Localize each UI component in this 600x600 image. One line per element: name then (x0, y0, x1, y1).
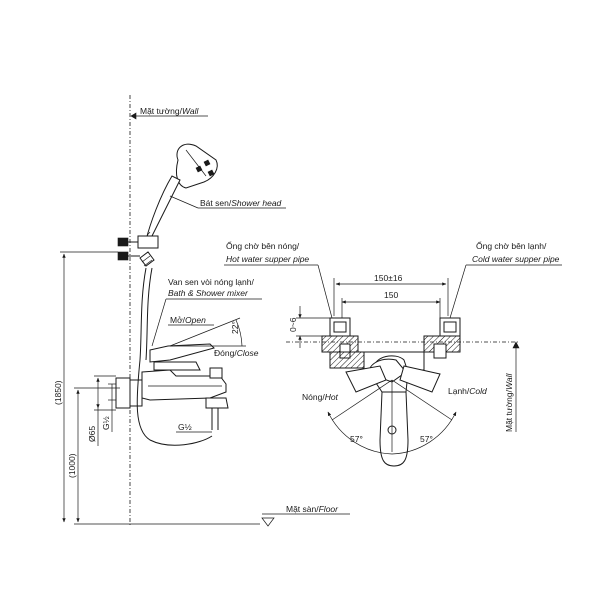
g-half-label-2: G½ (101, 416, 111, 430)
svg-text:Nóng/Hot: Nóng/Hot (302, 392, 339, 402)
svg-text:Lạnh/Cold: Lạnh/Cold (448, 386, 487, 396)
cold-label-vi: Lạnh/ (448, 386, 470, 396)
diameter-65-label: Ø65 (87, 426, 97, 442)
cold-pipe-label-en: Cold water supper pipe (472, 254, 560, 264)
angle-57-right-label: 57° (420, 434, 433, 444)
svg-text:Mặt tường/Wall: Mặt tường/Wall (140, 106, 199, 116)
hot-label-en: Hot (325, 392, 339, 402)
g-half-label-1: G½ (178, 422, 192, 432)
hot-pipe-label-en: Hot water supper pipe (226, 254, 309, 264)
shower-head-label-vi: Bát sen/ (200, 198, 232, 208)
close-label-vi: Đóng/ (214, 348, 237, 358)
open-label-vi: Mở/ (170, 315, 186, 325)
svg-text:Mặt tường/Wall: Mặt tường/Wall (504, 373, 514, 432)
svg-text:Ống chờ bên lạnh/: Ống chờ bên lạnh/ (476, 240, 547, 251)
angle-57-left-label: 57° (350, 434, 363, 444)
wall2-label-vi: Mặt tường/ (504, 389, 514, 432)
svg-text:Bát sen/Shower head: Bát sen/Shower head (200, 198, 282, 208)
wall-label-en: Wall (182, 106, 199, 116)
dim-150-16-label: 150±16 (374, 273, 403, 283)
open-label-en: Open (185, 315, 206, 325)
svg-text:Đóng/Close: Đóng/Close (214, 348, 259, 358)
side-view: Mặt tường/Wall Bát sen/Shower head (53, 95, 350, 527)
bath-shower-mixer (115, 343, 229, 409)
dim-150-label: 150 (384, 290, 398, 300)
svg-text:Hot water supper pipe: Hot water supper pipe (226, 254, 309, 264)
cold-pipe-label-vi: Ống chờ bên lạnh/ (476, 240, 547, 251)
front-view: Ống chờ bên nóng/ Hot water supper pipe … (224, 240, 562, 467)
wall2-label-en: Wall (504, 373, 514, 390)
mixer-label-vi: Van sen vòi nóng lạnh/ (168, 277, 254, 287)
cold-label-en: Cold (469, 386, 487, 396)
shower-hose (139, 267, 147, 361)
svg-text:Ống chờ bên nóng/: Ống chờ bên nóng/ (226, 240, 300, 251)
svg-text:Mở/Open: Mở/Open (170, 315, 206, 325)
floor-label-en: Floor (319, 504, 340, 514)
shower-head-label-en: Shower head (231, 198, 281, 208)
floor-label-vi: Mặt sàn/ (286, 504, 319, 514)
svg-text:Van sen vòi nóng lạnh/: Van sen vòi nóng lạnh/ (168, 277, 254, 287)
dim-0-6-label: 0~6 (288, 317, 298, 332)
wall-label-vi: Mặt tường/ (140, 106, 183, 116)
shower-holder (117, 235, 159, 267)
svg-text:Bath & Shower mixer: Bath & Shower mixer (168, 288, 249, 298)
close-label-en: Close (237, 348, 259, 358)
svg-text:Cold water supper pipe: Cold water supper pipe (472, 254, 560, 264)
hot-pipe-label-vi: Ống chờ bên nóng/ (226, 240, 300, 251)
height-1000-label: (1000) (67, 453, 77, 478)
mixer-label-en: Bath & Shower mixer (168, 288, 249, 298)
svg-text:Mặt sàn/Floor: Mặt sàn/Floor (286, 504, 339, 514)
hot-label-vi: Nóng/ (302, 392, 325, 402)
shower-head (145, 143, 218, 243)
angle-22-label: 22° (230, 321, 240, 334)
height-1850-label: (1850) (53, 380, 63, 405)
